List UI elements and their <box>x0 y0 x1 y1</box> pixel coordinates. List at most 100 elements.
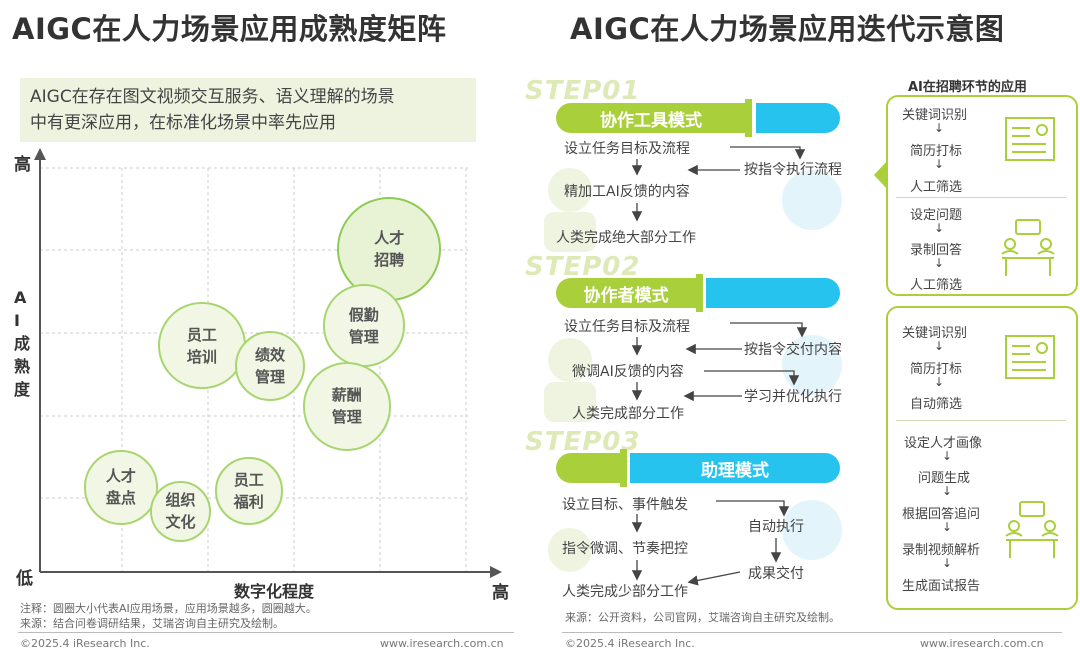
sb1-g2-arrow2: ↓ <box>934 256 945 270</box>
resume-icon <box>1005 117 1055 161</box>
x-axis-low-label: 低 <box>16 569 33 589</box>
step01-mode-bar: 协作工具模式 <box>556 103 746 133</box>
resume-icon-2 <box>1005 335 1055 379</box>
y-axis-label: AI成熟度 <box>14 288 31 399</box>
step01-flow-4: 人类完成绝大部分工作 <box>556 230 696 246</box>
sb2-g2-arrow1: ↓ <box>942 449 953 463</box>
sb2-g2-arrow4: ↓ <box>942 556 953 570</box>
sb1-g2-arrow1: ↓ <box>934 221 945 235</box>
sb1-g1-arrow1: ↓ <box>934 121 945 135</box>
left-footer-divider <box>18 632 514 633</box>
bubble-6: 人才盘点 <box>83 449 159 525</box>
sb1-g2-item1: 设定问题 <box>910 208 963 223</box>
step03-flow-4: 成果交付 <box>748 566 804 582</box>
sb1-g1-item2: 简历打标 <box>910 144 963 159</box>
bubble-label: 组织文化 <box>165 491 196 532</box>
right-copyright: ©2025.4 iResearch Inc. <box>565 637 695 650</box>
bubble-8: 员工福利 <box>214 457 283 525</box>
bubble-3: 员工培训 <box>158 302 246 390</box>
step02-mode-bar: 协作者模式 <box>556 278 696 308</box>
left-note-box: AIGC在存在图文视频交互服务、语义理解的场景 中有更深应用，在标准化场景中率先… <box>20 78 476 142</box>
step01-flow-2: 按指令执行流程 <box>744 162 842 178</box>
s3-arrow-e <box>687 571 741 586</box>
sb2-g2-arrow2: ↓ <box>942 484 953 498</box>
left-website: www.iresearch.com.cn <box>380 637 504 650</box>
sb2-g1-item1: 关键词识别 <box>902 326 968 341</box>
step03-bar-divider <box>620 449 627 487</box>
sb2-g2-item3: 根据回答追问 <box>902 507 981 522</box>
side-box-1-divider <box>896 197 1066 198</box>
sb2-g1-arrow2: ↓ <box>934 375 945 389</box>
step02-bar-divider <box>696 274 703 312</box>
left-note-line1: AIGC在存在图文视频交互服务、语义理解的场景 <box>30 87 395 107</box>
flow-arrows <box>631 146 808 586</box>
right-footer-divider <box>562 632 1062 633</box>
figure-brain-3 <box>782 500 842 560</box>
bubble-1: 人才招聘 <box>337 196 442 301</box>
step02-flow-2: 按指令交付内容 <box>744 342 842 358</box>
interview-icon <box>1001 219 1055 276</box>
bubble-label: 人才招聘 <box>374 228 405 269</box>
sb1-g2-item3: 人工筛选 <box>910 278 963 293</box>
s1-arrow-a <box>730 146 806 160</box>
left-note-line2: 中有更深应用，在标准化场景中率先应用 <box>30 113 336 133</box>
step01-flow-3: 精加工AI反馈的内容 <box>564 184 690 200</box>
left-copyright: ©2025.4 iResearch Inc. <box>20 637 150 650</box>
sb1-g1-item3: 人工筛选 <box>910 180 963 195</box>
step02-flow-3: 微调AI反馈的内容 <box>572 364 684 380</box>
sb2-g2-item4: 录制视频解析 <box>902 543 981 558</box>
step02-flow-1: 设立任务目标及流程 <box>564 319 690 335</box>
right-source: 来源：公开资料，公司官网，艾瑞咨询自主研究及绘制。 <box>565 611 840 624</box>
step03-flow-5: 人类完成少部分工作 <box>562 584 688 600</box>
sb2-g2-item5: 生成面试报告 <box>902 579 981 594</box>
bubble-4: 绩效管理 <box>234 330 306 402</box>
bubble-label: 人才盘点 <box>105 467 136 508</box>
sb1-g2-item2: 录制回答 <box>910 243 963 258</box>
step02-label: STEP02 <box>525 252 641 282</box>
right-website: www.iresearch.com.cn <box>920 637 1044 650</box>
step01-flow-1: 设立任务目标及流程 <box>564 141 690 157</box>
sb2-g2-item1: 设定人才画像 <box>904 436 983 451</box>
sb2-g1-arrow1: ↓ <box>934 339 945 353</box>
side-box-1-pointer <box>874 160 888 190</box>
side-title: AI在招聘环节的应用 <box>908 80 1027 95</box>
bubble-label: 员工培训 <box>186 325 217 366</box>
bubble-2: 假勤管理 <box>322 284 405 367</box>
step03-green-bar <box>556 453 620 483</box>
side-box-2-divider <box>896 420 1066 421</box>
sb1-g1-arrow2: ↓ <box>934 157 945 171</box>
step03-mode-bar: 助理模式 <box>630 453 840 483</box>
s2-arrow-d <box>704 370 800 386</box>
sb1-g1-item1: 关键词识别 <box>902 108 968 123</box>
step01-blue-bar <box>756 103 840 133</box>
figure-person-3 <box>548 528 592 572</box>
left-footnote-2: 来源：结合问卷调研结果，艾瑞咨询自主研究及绘制。 <box>20 617 284 630</box>
s2-arrow-a <box>730 322 808 338</box>
bubble-label: 绩效管理 <box>255 345 286 386</box>
left-title: AIGC在人力场景应用成熟度矩阵 <box>12 12 447 46</box>
figure-person-1 <box>544 168 596 252</box>
y-axis-high-label: 高 <box>14 155 31 175</box>
x-axis-arrow <box>490 566 502 578</box>
y-axis-arrow <box>34 148 46 160</box>
step02-blue-bar <box>706 278 840 308</box>
figure-person-2 <box>544 338 596 422</box>
step02-flow-4: 学习并优化执行 <box>744 389 842 405</box>
s3-arrow-a <box>716 500 790 517</box>
step01-bar-divider <box>745 99 752 137</box>
sb2-g2-item2: 问题生成 <box>918 471 971 486</box>
step02-flow-5: 人类完成部分工作 <box>572 406 684 422</box>
bubble-7: 组织文化 <box>149 480 212 543</box>
bubble-label: 假勤管理 <box>348 305 379 346</box>
sb2-g2-arrow3: ↓ <box>942 520 953 534</box>
step03-flow-1: 设立目标、事件触发 <box>562 497 688 513</box>
step03-flow-3: 指令微调、节奏把控 <box>562 541 688 557</box>
background-figures <box>544 168 842 572</box>
x-axis-high-label: 高 <box>492 583 509 603</box>
bubble-label: 薪酬管理 <box>331 386 362 427</box>
left-footnote-1: 注释：圆圈大小代表AI应用场景，应用场景越多，圆圈越大。 <box>20 602 317 615</box>
x-axis-label: 数字化程度 <box>234 582 315 601</box>
bubble-label: 员工福利 <box>233 471 264 512</box>
sb2-g1-item3: 自动筛选 <box>910 397 963 412</box>
right-title: AIGC在人力场景应用迭代示意图 <box>570 12 1005 46</box>
